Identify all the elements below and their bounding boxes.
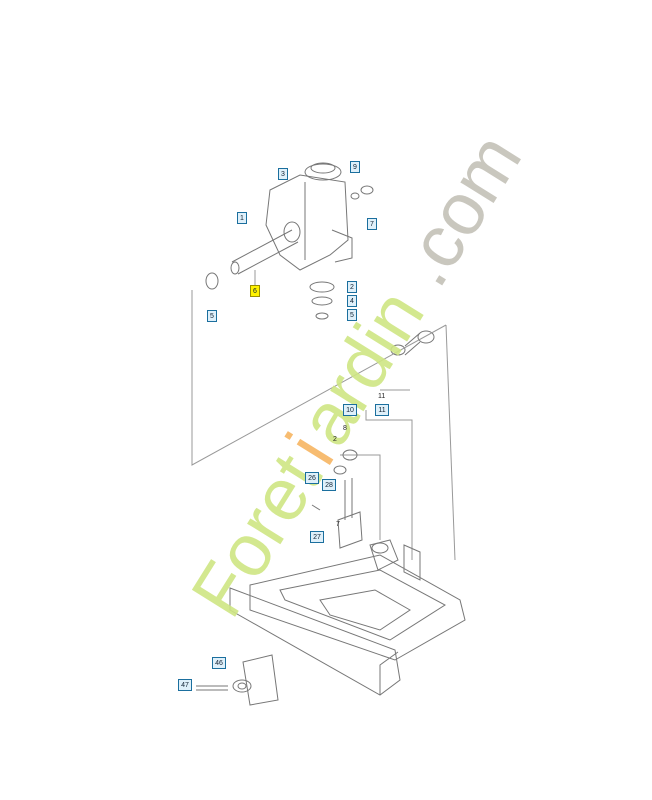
watermark-com: .com bbox=[382, 120, 537, 300]
lower-mechanism bbox=[311, 449, 399, 571]
callout-11[interactable]: 11 bbox=[375, 404, 389, 416]
callout-9[interactable]: 9 bbox=[350, 161, 360, 173]
label-11-plain: 11 bbox=[378, 393, 386, 400]
leader-lines bbox=[191, 270, 456, 561]
callout-10[interactable]: 10 bbox=[343, 404, 357, 416]
callout-46[interactable]: 46 bbox=[212, 657, 226, 669]
washer-left bbox=[205, 272, 219, 290]
callout-5-right[interactable]: 5 bbox=[347, 309, 357, 321]
callout-47[interactable]: 47 bbox=[178, 679, 192, 691]
gearbox-housing bbox=[265, 162, 353, 271]
watermark-jardin: ardin bbox=[282, 276, 440, 460]
small-parts-top bbox=[350, 185, 374, 200]
callout-3[interactable]: 3 bbox=[278, 168, 288, 180]
callout-1[interactable]: 1 bbox=[237, 212, 247, 224]
front-bumper bbox=[229, 587, 401, 696]
label-7-plain: 7 bbox=[336, 521, 340, 528]
callout-5-left[interactable]: 5 bbox=[207, 310, 217, 322]
callout-7[interactable]: 7 bbox=[367, 218, 377, 230]
callout-28[interactable]: 28 bbox=[322, 479, 336, 491]
watermark: Foret i ardin .com bbox=[175, 120, 537, 631]
callout-4[interactable]: 4 bbox=[347, 295, 357, 307]
shaft bbox=[230, 229, 299, 275]
callout-27[interactable]: 27 bbox=[310, 531, 324, 543]
label-2-plain: 2 bbox=[333, 436, 337, 443]
base-frame bbox=[249, 544, 466, 661]
callout-2[interactable]: 2 bbox=[347, 281, 357, 293]
callout-6-highlighted[interactable]: 6 bbox=[250, 285, 260, 297]
bushings bbox=[390, 330, 435, 356]
tow-bracket bbox=[196, 654, 279, 706]
label-8-plain: 8 bbox=[343, 425, 347, 432]
bearing-stack bbox=[309, 281, 335, 320]
callout-26[interactable]: 26 bbox=[305, 472, 319, 484]
